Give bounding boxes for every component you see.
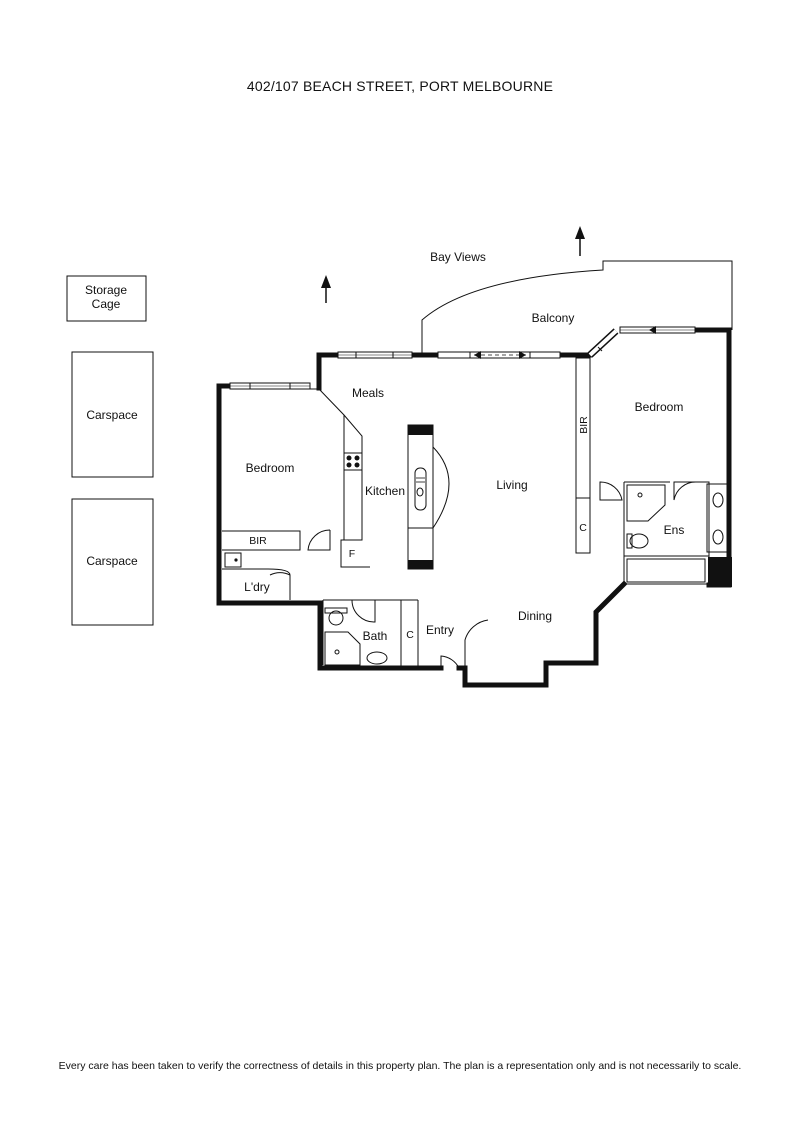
kitchen-label: Kitchen	[365, 484, 405, 498]
window-bedroom-left	[229, 382, 311, 390]
door-swing-bath	[351, 599, 376, 623]
bath-cistern	[324, 607, 348, 614]
exterior-wall-left	[216, 383, 444, 671]
wall-laundry	[222, 568, 291, 600]
laundry-tub	[224, 552, 242, 568]
door-swing-laundry	[267, 568, 291, 576]
disclaimer-text: Every care has been taken to verify the …	[58, 1060, 742, 1072]
carspace-1-label: Carspace	[86, 408, 138, 422]
island-bench	[407, 424, 450, 570]
window-bedroom-right-angled	[587, 328, 619, 358]
balcony-outline	[421, 260, 733, 354]
ensuite-shower	[626, 484, 666, 522]
north-arrow-right	[575, 226, 585, 256]
bath-toilet	[328, 610, 344, 626]
window-meals	[337, 351, 413, 359]
ensuite-wall-block	[708, 557, 732, 587]
exterior-wall-dining	[456, 580, 628, 688]
storage-cage-label-1: Storage	[85, 283, 127, 297]
bath-label: Bath	[363, 629, 388, 643]
ensuite-shower-drain	[637, 492, 643, 498]
storage-cage-label-2: Cage	[92, 297, 121, 311]
laundry-label: L'dry	[244, 580, 270, 594]
bir-right-label: BIR	[578, 416, 590, 434]
ensuite-basin-2	[712, 529, 724, 545]
north-arrow-left	[321, 275, 331, 303]
ensuite-vanity	[706, 483, 729, 553]
carspace-1-box	[71, 351, 154, 478]
door-swing-bedroom-left	[307, 529, 331, 551]
window-bedroom-right	[619, 326, 696, 334]
ensuite-bath	[626, 558, 706, 583]
ensuite-basin-1	[712, 492, 724, 508]
living-label: Living	[496, 478, 527, 492]
door-swing-entry	[440, 655, 460, 669]
carspace-2-box	[71, 498, 154, 626]
door-swing-bedroom-right	[599, 481, 623, 501]
bedroom-right-label: Bedroom	[635, 400, 684, 414]
sliding-door-balcony	[437, 351, 561, 359]
entry-label: Entry	[426, 623, 454, 637]
storage-cage-box	[66, 275, 147, 322]
cupboard-right-label: C	[579, 522, 587, 534]
bath-shower	[324, 631, 361, 666]
cupboard-bath-label: C	[406, 629, 414, 641]
plan-title: 402/107 BEACH STREET, PORT MELBOURNE	[246, 78, 554, 94]
bath-walls	[322, 599, 419, 668]
bir-left-label: BIR	[249, 535, 267, 547]
ensuite-toilet	[629, 533, 649, 549]
bay-views-label: Bay Views	[430, 250, 486, 264]
bath-shower-drain	[334, 649, 340, 655]
ensuite-walls	[623, 481, 710, 585]
wall-bir-left	[222, 530, 301, 551]
exterior-wall-right	[692, 327, 732, 588]
fridge-label: F	[349, 548, 355, 560]
bath-basin	[366, 651, 388, 665]
balcony-label: Balcony	[532, 311, 575, 325]
laundry-tub-drain	[234, 558, 238, 562]
sink-icon	[414, 467, 427, 511]
dining-label: Dining	[518, 609, 552, 623]
door-swing-ensuite	[673, 481, 697, 501]
door-swing-dining	[464, 619, 489, 668]
exterior-wall-top-left	[316, 352, 341, 391]
cupboard-right-wall	[575, 497, 591, 554]
ensuite-cistern	[626, 533, 633, 549]
meals-label: Meals	[352, 386, 384, 400]
cooktop-icon	[343, 452, 363, 471]
bedroom-left-label: Bedroom	[246, 461, 295, 475]
kitchen-bench	[343, 414, 363, 541]
ensuite-label: Ens	[664, 523, 685, 537]
carspace-2-label: Carspace	[86, 554, 138, 568]
